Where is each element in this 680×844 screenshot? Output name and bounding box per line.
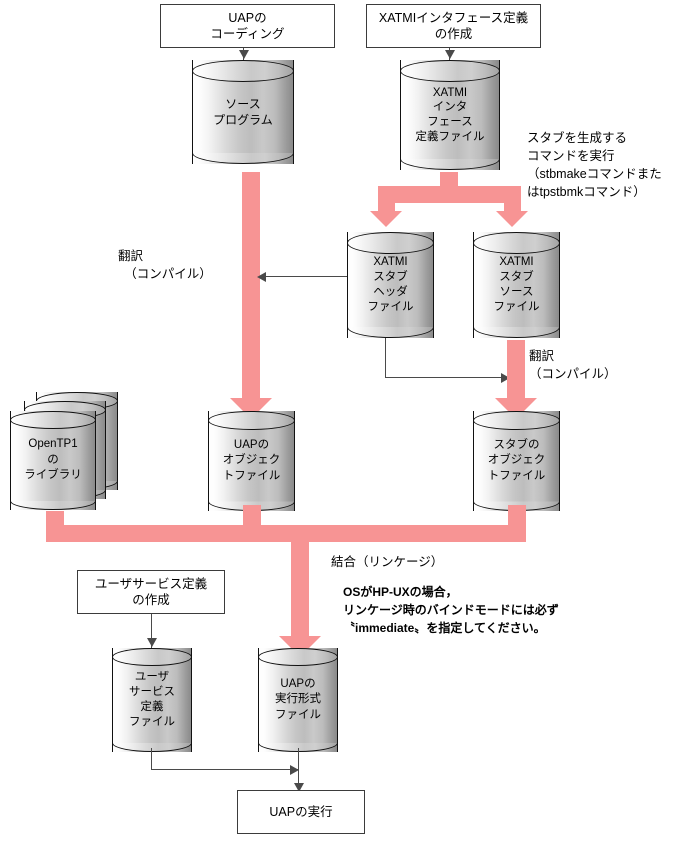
arrowhead-header-to-compile-right (501, 373, 510, 383)
arrowhead-header-to-compile-left (257, 272, 266, 282)
label-linkage-note: OSがHP-UXの場合， リンケージ時のバインドモードには必ず 〝immedia… (343, 585, 559, 635)
cylinder-stack-front: OpenTP1 の ライブラリ (10, 411, 96, 510)
arrowhead-userfile-to-execution (290, 765, 299, 775)
cylinder-stub-source-file[interactable]: XATMI スタブ ソース ファイル (473, 232, 560, 338)
cylinder-top (192, 60, 294, 82)
process-box-uap-coding-line1: UAPの (228, 10, 267, 25)
pink-arrowhead-left-stub (370, 211, 402, 227)
cylinder-top (347, 232, 434, 254)
cylinder-top (473, 232, 560, 254)
cylinder-stub-object-file[interactable]: スタブの オブジェク トファイル (473, 411, 560, 511)
cylinder-uap-object-file[interactable]: UAPの オブジェク トファイル (208, 411, 295, 511)
label-compile-left: 翻訳 （コンパイル） (118, 249, 212, 282)
process-box-user-service-definition[interactable]: ユーザサービス定義 の作成 (77, 570, 225, 614)
process-box-uap-execution-label: UAPの実行 (269, 804, 333, 819)
cylinder-stack-opentp1-library[interactable]: OpenTP1 の ライブラリ (8, 392, 128, 510)
connector-execfile-to-execution (298, 748, 299, 793)
cylinder-source-program[interactable]: ソース プログラム (192, 60, 294, 164)
connector-userservice-to-file (151, 614, 152, 649)
cylinder-user-service-definition-file[interactable]: ユーザ サービス 定義 ファイル (112, 648, 192, 752)
cylinder-uap-executable-file[interactable]: UAPの 実行形式 ファイル (258, 648, 338, 752)
pink-merge-bar (46, 525, 526, 542)
process-box-uap-execution[interactable]: UAPの実行 (237, 790, 365, 834)
cylinder-top (10, 411, 96, 429)
arrowhead-userservice-to-file (147, 638, 157, 647)
arrowhead-execfile-to-execution (294, 783, 304, 792)
process-box-xatmi-definition-line1: XATMIインタフェース定義 (378, 10, 529, 25)
label-stub-command: スタブを生成する コマンドを実行 （stbmakeコマンドまた はtpstbmk… (527, 131, 662, 200)
cylinder-top (473, 411, 560, 430)
pink-stem-left-stub (378, 186, 395, 212)
process-box-xatmi-definition[interactable]: XATMIインタフェース定義 の作成 (366, 4, 541, 48)
cylinder-stub-header-file[interactable]: XATMI スタブ ヘッダ ファイル (347, 232, 434, 338)
process-box-user-service-definition-line1: ユーザサービス定義 (94, 576, 208, 591)
pink-bar-split (378, 186, 521, 203)
arrowhead-coding-to-source (239, 50, 249, 59)
cylinder-top (400, 60, 500, 82)
process-box-user-service-definition-line2: の作成 (132, 593, 170, 607)
process-box-uap-coding[interactable]: UAPの コーディング (160, 4, 335, 48)
pink-stem-right-stub (504, 186, 521, 212)
connector-header-down (385, 338, 386, 378)
pink-stem-compile-right (507, 340, 525, 400)
connector-header-to-compile-left (265, 276, 347, 277)
pink-stem-compile-left (242, 172, 260, 400)
connector-userfile-right (151, 769, 298, 770)
process-box-uap-coding-line2: コーディング (210, 27, 285, 41)
cylinder-top (258, 648, 338, 666)
cylinder-top (208, 411, 295, 430)
cylinder-top (112, 648, 192, 666)
label-compile-right: 翻訳 （コンパイル） (529, 349, 617, 382)
label-linkage: 結合（リンケージ） (331, 555, 444, 569)
arrowhead-definition-to-iface (445, 50, 455, 59)
connector-header-right (385, 377, 505, 378)
process-box-xatmi-definition-line2: の作成 (434, 27, 473, 41)
pink-arrowhead-right-stub (496, 211, 528, 227)
pink-stem-linkage (291, 525, 309, 639)
connector-userfile-down (151, 748, 152, 770)
cylinder-xatmi-interface-file[interactable]: XATMI インタ フェース 定義ファイル (400, 60, 500, 170)
